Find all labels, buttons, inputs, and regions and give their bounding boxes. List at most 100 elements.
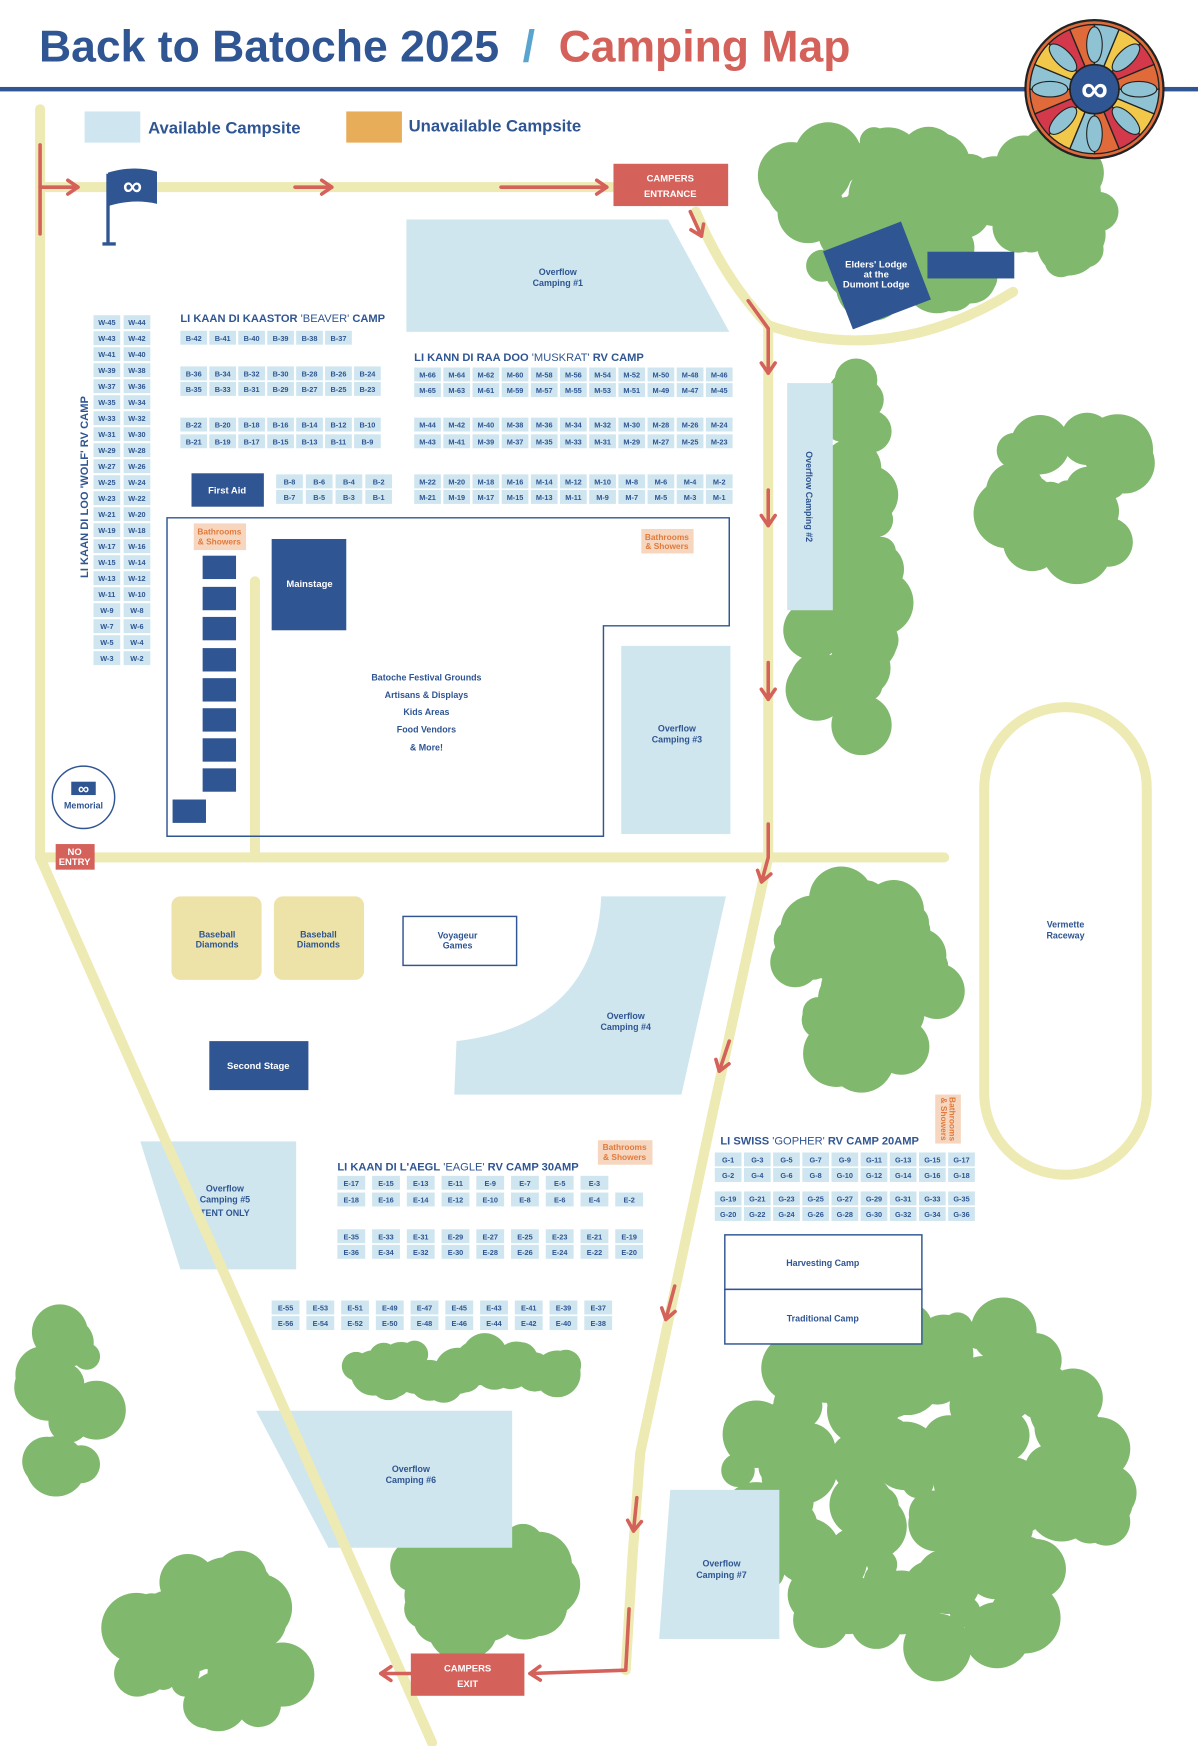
campsite-w-41[interactable]: W-41 <box>93 347 121 362</box>
campsite-e-8[interactable]: E-8 <box>511 1192 539 1207</box>
campsite-g-1[interactable]: G-1 <box>714 1152 742 1167</box>
campsite-e-47[interactable]: E-47 <box>410 1300 439 1315</box>
elders-lodge[interactable]: Elders' Lodge at the Dumont Lodge <box>823 221 1015 330</box>
baseball-diamond-1[interactable]: Baseball Diamonds <box>171 896 262 980</box>
campsite-w-37[interactable]: W-37 <box>93 379 121 394</box>
campsite-m-50[interactable]: M-50 <box>647 367 675 382</box>
campsite-g-26[interactable]: G-26 <box>802 1207 830 1221</box>
campsite-g-11[interactable]: G-11 <box>860 1152 888 1167</box>
campsite-m-51[interactable]: M-51 <box>618 383 646 398</box>
campsite-w-28[interactable]: W-28 <box>123 443 151 458</box>
harvesting-camp[interactable]: Harvesting Camp <box>724 1234 923 1291</box>
campsite-e-10[interactable]: E-10 <box>476 1192 505 1207</box>
campsite-g-22[interactable]: G-22 <box>743 1207 771 1221</box>
campsite-w-32[interactable]: W-32 <box>123 411 151 426</box>
campsite-m-26[interactable]: M-26 <box>676 417 704 432</box>
campsite-g-30[interactable]: G-30 <box>860 1207 888 1221</box>
campsite-m-45[interactable]: M-45 <box>705 383 733 398</box>
campsite-e-52[interactable]: E-52 <box>341 1316 369 1331</box>
campsite-w-36[interactable]: W-36 <box>123 379 151 394</box>
campsite-w-35[interactable]: W-35 <box>93 395 121 410</box>
campsite-g-32[interactable]: G-32 <box>889 1207 917 1221</box>
campsite-m-58[interactable]: M-58 <box>530 367 558 382</box>
campsite-b-35[interactable]: B-35 <box>180 381 208 396</box>
campsite-e-3[interactable]: E-3 <box>580 1175 609 1190</box>
campsite-w-13[interactable]: W-13 <box>93 571 121 586</box>
campsite-b-11[interactable]: B-11 <box>325 434 352 449</box>
campsite-m-20[interactable]: M-20 <box>443 474 471 489</box>
campsite-e-50[interactable]: E-50 <box>375 1316 404 1331</box>
campsite-m-29[interactable]: M-29 <box>618 434 646 449</box>
campsite-w-24[interactable]: W-24 <box>123 475 151 490</box>
campsite-b-38[interactable]: B-38 <box>296 330 323 345</box>
campsite-w-7[interactable]: W-7 <box>93 619 121 634</box>
campsite-m-34[interactable]: M-34 <box>560 417 587 432</box>
campsite-b-25[interactable]: B-25 <box>325 381 352 396</box>
campsite-e-29[interactable]: E-29 <box>441 1229 470 1244</box>
campsite-b-20[interactable]: B-20 <box>209 417 237 432</box>
campsite-w-19[interactable]: W-19 <box>93 523 121 538</box>
campsite-e-45[interactable]: E-45 <box>445 1300 474 1315</box>
overflow-camping-3[interactable]: Overflow Camping #3 <box>621 645 731 835</box>
campsite-w-3[interactable]: W-3 <box>93 651 121 666</box>
campsite-e-43[interactable]: E-43 <box>480 1300 508 1315</box>
campsite-m-23[interactable]: M-23 <box>705 434 733 449</box>
campsite-e-30[interactable]: E-30 <box>441 1244 470 1259</box>
campsite-e-34[interactable]: E-34 <box>372 1244 400 1259</box>
campsite-b-26[interactable]: B-26 <box>325 366 352 381</box>
campsite-m-7[interactable]: M-7 <box>618 489 646 504</box>
campsite-w-2[interactable]: W-2 <box>123 651 151 666</box>
campsite-m-42[interactable]: M-42 <box>443 417 471 432</box>
campsite-m-8[interactable]: M-8 <box>618 474 646 489</box>
campsite-b-23[interactable]: B-23 <box>354 381 381 396</box>
campsite-m-19[interactable]: M-19 <box>443 489 471 504</box>
campsite-e-53[interactable]: E-53 <box>306 1300 335 1315</box>
campsite-b-8[interactable]: B-8 <box>276 474 303 489</box>
campsite-m-21[interactable]: M-21 <box>414 489 441 504</box>
campsite-b-42[interactable]: B-42 <box>180 330 208 345</box>
campsite-e-56[interactable]: E-56 <box>271 1316 300 1331</box>
campsite-e-42[interactable]: E-42 <box>514 1316 543 1331</box>
campsite-m-63[interactable]: M-63 <box>443 383 471 398</box>
campsite-b-37[interactable]: B-37 <box>325 330 352 345</box>
campsite-e-14[interactable]: E-14 <box>406 1192 435 1207</box>
campsite-m-10[interactable]: M-10 <box>589 474 616 489</box>
campsite-g-5[interactable]: G-5 <box>773 1152 800 1167</box>
campsite-e-24[interactable]: E-24 <box>545 1244 574 1259</box>
campsite-g-18[interactable]: G-18 <box>948 1168 975 1182</box>
campsite-w-42[interactable]: W-42 <box>123 331 151 346</box>
campsite-m-25[interactable]: M-25 <box>676 434 704 449</box>
campsite-w-39[interactable]: W-39 <box>93 363 121 378</box>
campsite-e-7[interactable]: E-7 <box>511 1175 539 1190</box>
campsite-g-35[interactable]: G-35 <box>948 1191 975 1206</box>
campsite-e-46[interactable]: E-46 <box>445 1316 474 1331</box>
campsite-m-53[interactable]: M-53 <box>589 383 616 398</box>
campsite-b-4[interactable]: B-4 <box>335 474 363 489</box>
campsite-b-30[interactable]: B-30 <box>267 366 294 381</box>
campsite-g-17[interactable]: G-17 <box>948 1152 975 1167</box>
campsite-g-33[interactable]: G-33 <box>918 1191 946 1206</box>
campsite-g-6[interactable]: G-6 <box>773 1168 800 1182</box>
campsite-b-33[interactable]: B-33 <box>209 381 237 396</box>
campsite-b-41[interactable]: B-41 <box>209 330 237 345</box>
campsite-w-16[interactable]: W-16 <box>123 539 151 554</box>
campsite-b-24[interactable]: B-24 <box>354 366 381 381</box>
campsite-m-61[interactable]: M-61 <box>472 383 500 398</box>
campsite-m-66[interactable]: M-66 <box>414 367 441 382</box>
campsite-w-44[interactable]: W-44 <box>123 315 151 330</box>
campsite-w-20[interactable]: W-20 <box>123 507 151 522</box>
campsite-m-24[interactable]: M-24 <box>705 417 733 432</box>
campsite-b-15[interactable]: B-15 <box>267 434 294 449</box>
campsite-m-13[interactable]: M-13 <box>530 489 558 504</box>
campsite-m-52[interactable]: M-52 <box>618 367 646 382</box>
first-aid[interactable]: First Aid <box>191 473 264 507</box>
campsite-w-26[interactable]: W-26 <box>123 459 151 474</box>
campsite-b-39[interactable]: B-39 <box>267 330 294 345</box>
campsite-b-5[interactable]: B-5 <box>305 489 333 504</box>
campsite-m-15[interactable]: M-15 <box>501 489 529 504</box>
campsite-w-23[interactable]: W-23 <box>93 491 121 506</box>
second-stage[interactable]: Second Stage <box>209 1041 309 1091</box>
campsite-g-24[interactable]: G-24 <box>773 1207 800 1221</box>
campsite-w-14[interactable]: W-14 <box>123 555 151 570</box>
campsite-m-5[interactable]: M-5 <box>647 489 675 504</box>
